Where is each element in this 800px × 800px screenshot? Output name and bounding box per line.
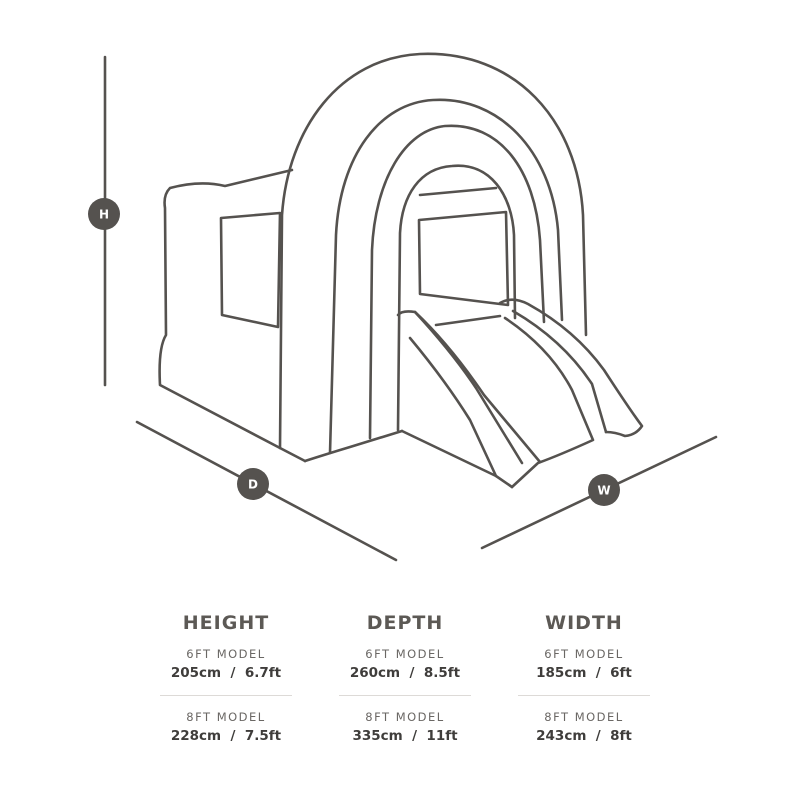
width-6ft-label: 6FT MODEL xyxy=(544,647,624,661)
height-8ft-label: 8FT MODEL xyxy=(186,710,266,724)
depth-badge-label: D xyxy=(248,478,258,492)
height-badge: H xyxy=(88,198,120,230)
width-divider xyxy=(518,695,650,696)
depth-title: DEPTH xyxy=(366,612,444,634)
depth-spec-column: DEPTH 6FT MODEL 260cm / 8.5ft 8FT MODEL … xyxy=(339,612,471,744)
width-badge-label: W xyxy=(597,484,610,498)
width-spec-column: WIDTH 6FT MODEL 185cm / 6ft 8FT MODEL 24… xyxy=(518,612,650,744)
dimension-specs: HEIGHT 6FT MODEL 205cm / 6.7ft 8FT MODEL… xyxy=(160,612,650,744)
height-divider xyxy=(160,695,292,696)
depth-badge: D xyxy=(237,468,269,500)
width-title: WIDTH xyxy=(545,612,623,634)
depth-8ft-label: 8FT MODEL xyxy=(365,710,445,724)
width-badge: W xyxy=(588,474,620,506)
width-8ft-label: 8FT MODEL xyxy=(544,710,624,724)
depth-divider xyxy=(339,695,471,696)
bounce-house-outline xyxy=(158,52,644,489)
depth-8ft-value: 335cm / 11ft xyxy=(352,728,458,744)
depth-6ft-label: 6FT MODEL xyxy=(365,647,445,661)
width-6ft-value: 185cm / 6ft xyxy=(536,665,632,681)
height-6ft-value: 205cm / 6.7ft xyxy=(170,665,282,681)
height-title: HEIGHT xyxy=(182,612,270,634)
height-8ft-value: 228cm / 7.5ft xyxy=(170,728,282,744)
depth-6ft-value: 260cm / 8.5ft xyxy=(349,665,461,681)
bounce-house-diagram: H D W xyxy=(88,52,718,562)
height-badge-label: H xyxy=(99,208,109,222)
width-8ft-value: 243cm / 8ft xyxy=(536,728,632,744)
height-spec-column: HEIGHT 6FT MODEL 205cm / 6.7ft 8FT MODEL… xyxy=(160,612,292,744)
height-6ft-label: 6FT MODEL xyxy=(186,647,266,661)
